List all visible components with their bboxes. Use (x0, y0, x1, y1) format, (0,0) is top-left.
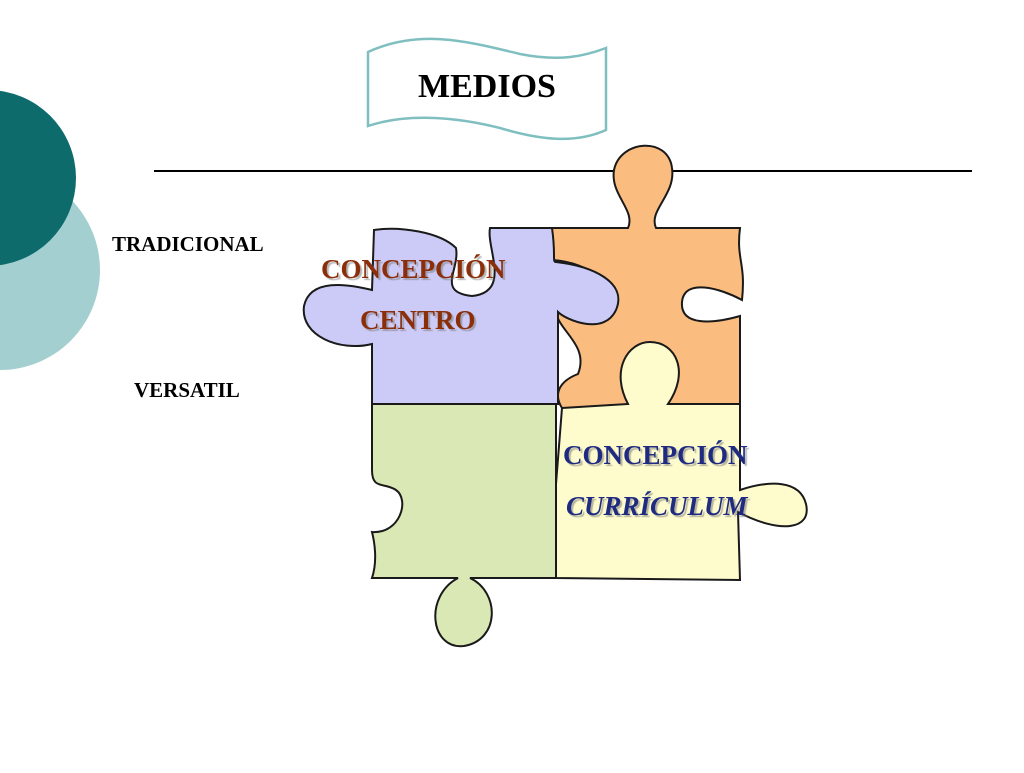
purple-piece-line1: CONCEPCIÓN (321, 254, 506, 284)
label-versatil: VERSATIL (134, 378, 240, 402)
yellow-piece-line1: CONCEPCIÓN (563, 440, 748, 470)
page-title: MEDIOS (418, 68, 556, 105)
puzzle-piece-purple (302, 227, 620, 405)
yellow-piece-line2: CURRÍCULUM (566, 491, 748, 521)
title-banner (366, 37, 608, 141)
label-tradicional: TRADICIONAL (112, 232, 264, 256)
dark-teal-circle (0, 90, 76, 266)
purple-piece-line2: CENTRO (360, 305, 476, 335)
